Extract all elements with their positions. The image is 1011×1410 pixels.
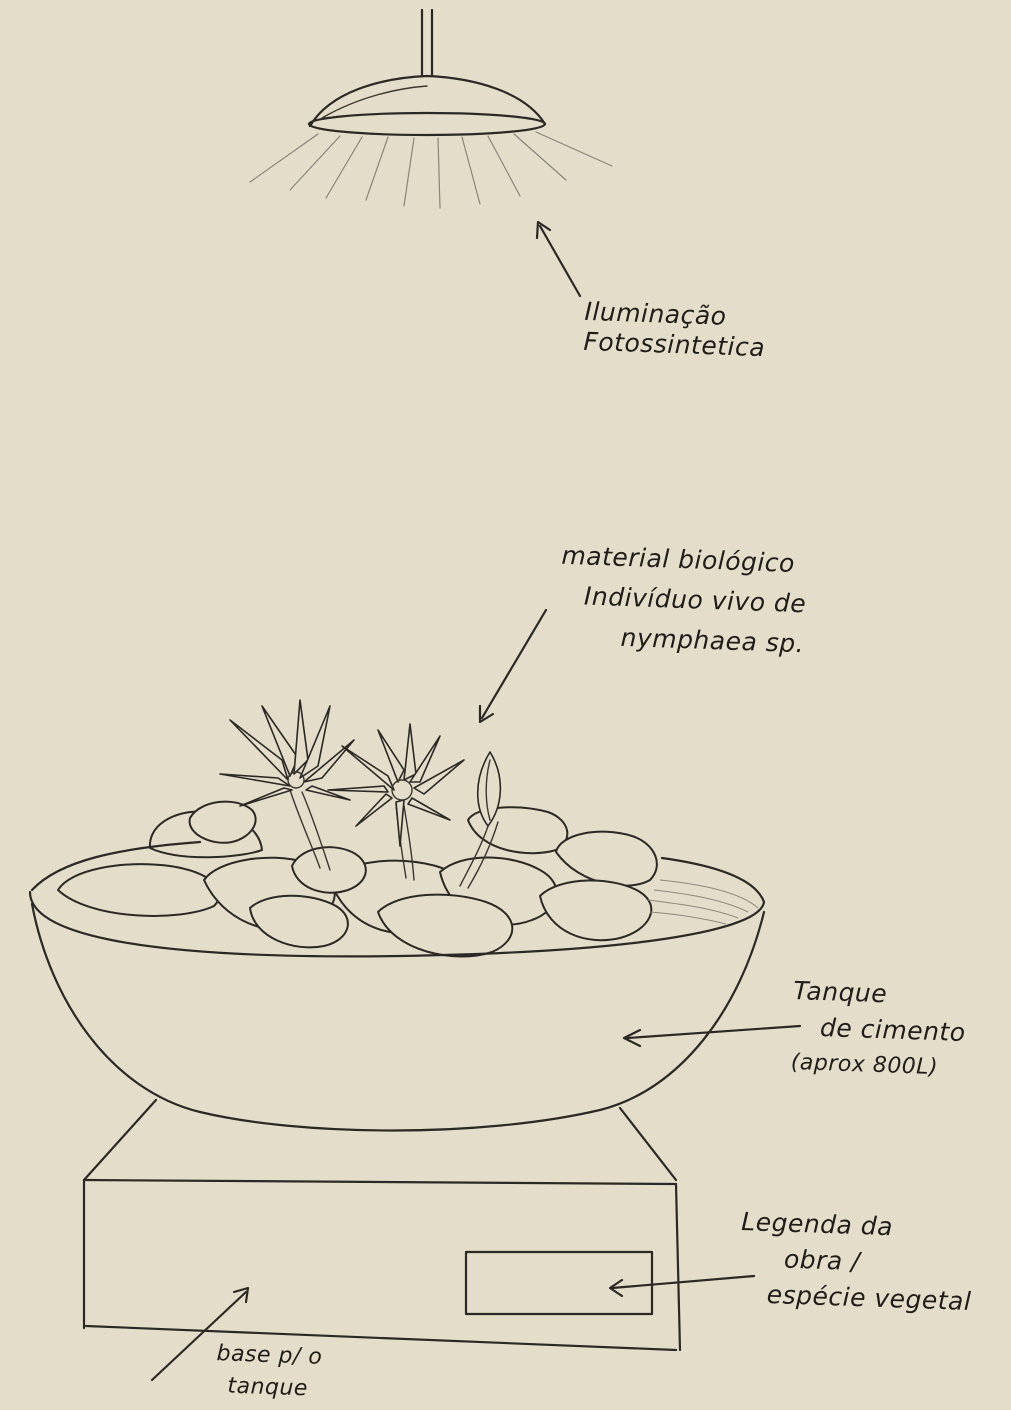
arrow-lighting-icon (537, 222, 580, 296)
label-base-line-2: tanque (215, 1370, 322, 1406)
label-biological-line-3: nymphaea sp. (558, 616, 806, 665)
arrow-caption-icon (610, 1276, 754, 1296)
light-rays (250, 132, 612, 208)
label-lighting-line-2: Fotossintetica (583, 327, 766, 363)
lily-flower-center (328, 724, 464, 846)
label-caption: Legenda da obra / espécie vegetal (738, 1204, 974, 1320)
lamp-icon (309, 10, 545, 135)
label-base-line-1: base p/ o (216, 1338, 323, 1374)
arrow-biological-icon (480, 610, 546, 722)
label-tank-line-3: (aprox 800L) (790, 1045, 965, 1087)
label-biological-line-2: Indivíduo vivo de (559, 576, 807, 625)
label-base: base p/ o tanque (215, 1338, 323, 1406)
label-tank-line-1: Tanque (793, 973, 968, 1015)
label-tank-line-2: de cimento (791, 1009, 966, 1051)
label-tank: Tanque de cimento (aprox 800L) (790, 973, 967, 1087)
label-lighting: Iluminação Fotossintetica (583, 297, 767, 363)
tank-base (84, 1100, 680, 1350)
label-biological: material biológico Indivíduo vivo de nym… (558, 536, 808, 665)
caption-plate (466, 1252, 652, 1314)
